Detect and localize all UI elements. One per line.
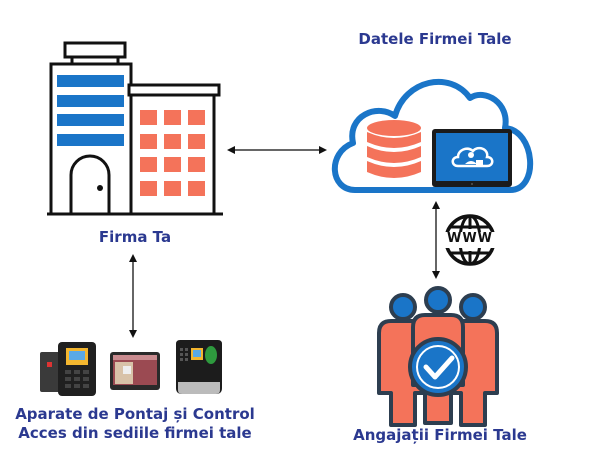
www-text: WWW — [446, 231, 494, 246]
arrow-company-cloud — [227, 146, 327, 154]
arrow-cloud-employees — [432, 201, 440, 279]
cloud-label: Datele Firmei Tale — [358, 30, 512, 48]
building-icon — [47, 41, 223, 216]
www-globe-icon — [443, 214, 497, 266]
tablet-icon — [432, 129, 512, 187]
card-reader-icon — [40, 352, 60, 392]
employees-label: Angajații Firmei Tale — [353, 426, 527, 444]
arrow-company-devices — [129, 254, 137, 338]
attendance-devices-icon — [38, 340, 228, 396]
touch-tablet-terminal-icon — [110, 352, 160, 390]
devices-label-line2: Acces din sediile firmei tale — [18, 424, 252, 442]
devices-label-line1: Aparate de Pontaj și Control — [15, 405, 255, 423]
company-label: Firma Ta — [98, 228, 172, 246]
biometric-terminal-icon — [176, 340, 222, 394]
keypad-terminal-icon — [58, 342, 96, 396]
team-check-icon — [377, 286, 499, 427]
database-icon — [367, 120, 421, 178]
